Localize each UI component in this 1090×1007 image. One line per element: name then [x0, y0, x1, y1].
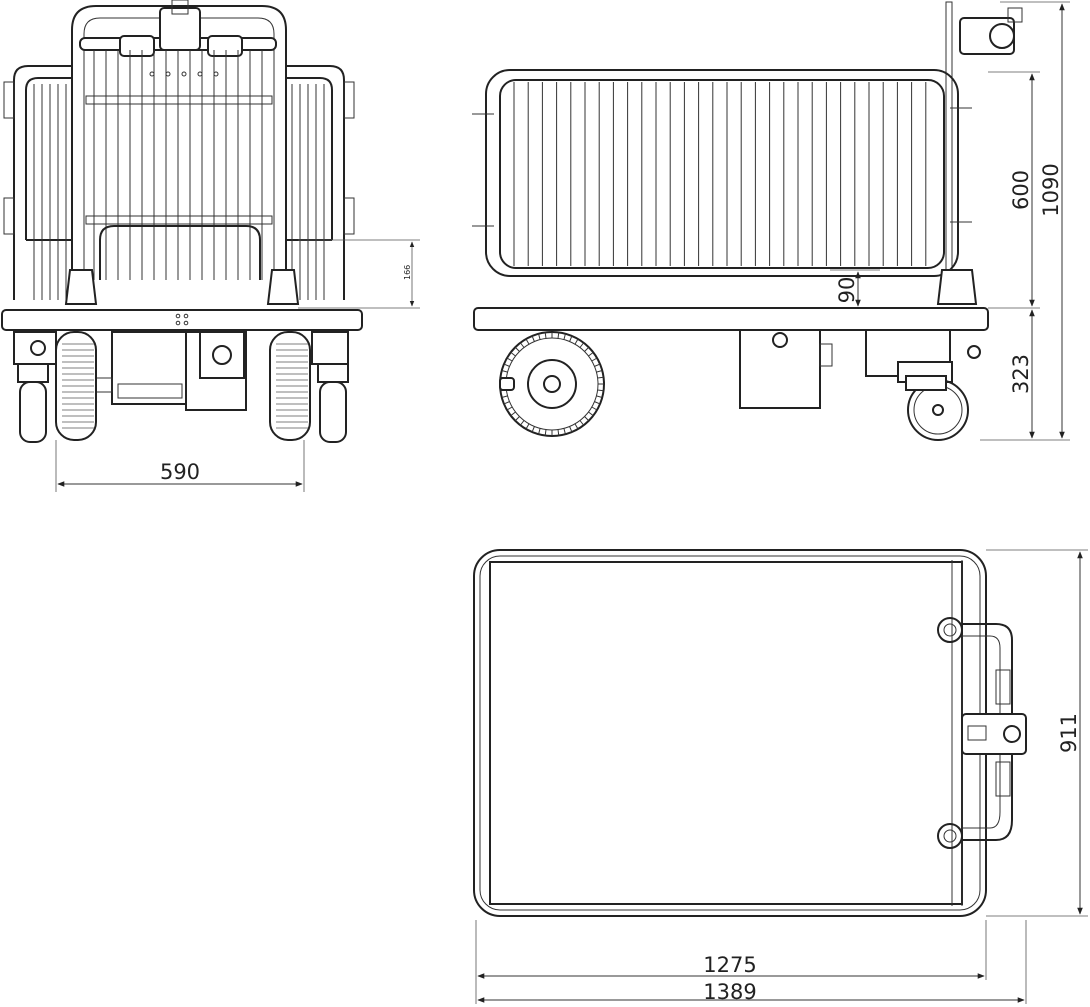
- grille-bar: [594, 363, 601, 367]
- grille-bar: [506, 406, 513, 411]
- grille-bar: [503, 363, 510, 367]
- grille-bar: [519, 420, 525, 426]
- grille-bar: [514, 346, 520, 352]
- grille-bar: [525, 338, 530, 345]
- left-wheel-tread: [62, 343, 94, 429]
- side-rail-inner: [499, 79, 945, 269]
- grille-bar: [569, 426, 573, 433]
- grille-bar: [569, 335, 573, 342]
- grille-bar: [588, 411, 594, 417]
- grille-bar: [563, 333, 566, 340]
- grille-bar: [574, 423, 579, 430]
- grille-bar: [584, 346, 590, 352]
- grille-bar: [510, 351, 516, 357]
- control-box: [159, 7, 201, 51]
- grille-bar: [510, 411, 516, 417]
- grille-bar: [544, 332, 547, 339]
- side-rail-outer: [485, 69, 959, 277]
- top-deck-surface: [489, 561, 963, 905]
- battery-box: [739, 329, 821, 409]
- side-grille: [513, 82, 927, 266]
- top-control-box: [961, 713, 1027, 755]
- dim-90-label: 90: [835, 277, 859, 304]
- right-wheel-tread: [276, 343, 308, 429]
- grille-bar: [538, 333, 541, 340]
- grille-bar: [574, 338, 579, 345]
- grille-bar: [594, 401, 601, 405]
- grille-bar: [503, 401, 510, 405]
- front-rear-grille: [93, 50, 263, 280]
- right-caster: [319, 381, 347, 443]
- dim-1275-label: 1275: [703, 953, 756, 977]
- grille-bar: [519, 342, 525, 348]
- front-side-grille: [33, 84, 325, 300]
- side-deck: [473, 307, 989, 331]
- top-view: 1275 1389 911: [473, 549, 1088, 1004]
- grille-bar: [506, 357, 513, 362]
- front-view: 166 590: [1, 0, 420, 492]
- grille-bar: [531, 426, 535, 433]
- motor-housing: [111, 331, 189, 405]
- bolt-row: [149, 71, 219, 77]
- side-drive-wheel: [499, 331, 605, 437]
- grille-bar: [501, 395, 508, 398]
- dim-590-label: 590: [160, 460, 200, 484]
- top-deck-outline: [473, 549, 987, 917]
- grille-bar: [597, 376, 604, 379]
- grille-bar: [596, 395, 603, 398]
- side-view: 600 1090 90 323: [472, 1, 1070, 441]
- left-caster: [19, 381, 47, 443]
- grille-bar: [579, 342, 585, 348]
- dim-911-label: 911: [1057, 713, 1081, 753]
- grille-bar: [557, 332, 560, 339]
- front-deck: [1, 309, 363, 331]
- dim-166-label: 166: [403, 265, 412, 280]
- grille-bar: [538, 428, 541, 435]
- grille-bar: [596, 370, 603, 373]
- grille-bar: [597, 389, 604, 392]
- side-caster: [905, 375, 969, 441]
- dim-323-label: 323: [1009, 354, 1033, 394]
- dim-1090-label: 1090: [1039, 163, 1063, 216]
- grille-bar: [563, 428, 566, 435]
- grille-bar: [501, 370, 508, 373]
- dim-1389-label: 1389: [703, 980, 756, 1004]
- side-control-box: [959, 17, 1015, 55]
- grille-bar: [579, 420, 585, 426]
- grille-bar: [525, 423, 530, 430]
- grille-bar: [591, 357, 598, 362]
- grille-bar: [514, 416, 520, 422]
- grille-bar: [588, 351, 594, 357]
- grille-bar: [531, 335, 535, 342]
- grille-bar: [544, 429, 547, 436]
- grille-bar: [591, 406, 598, 411]
- grille-bar: [557, 429, 560, 436]
- dim-600-label: 600: [1009, 170, 1033, 210]
- grille-bar: [584, 416, 590, 422]
